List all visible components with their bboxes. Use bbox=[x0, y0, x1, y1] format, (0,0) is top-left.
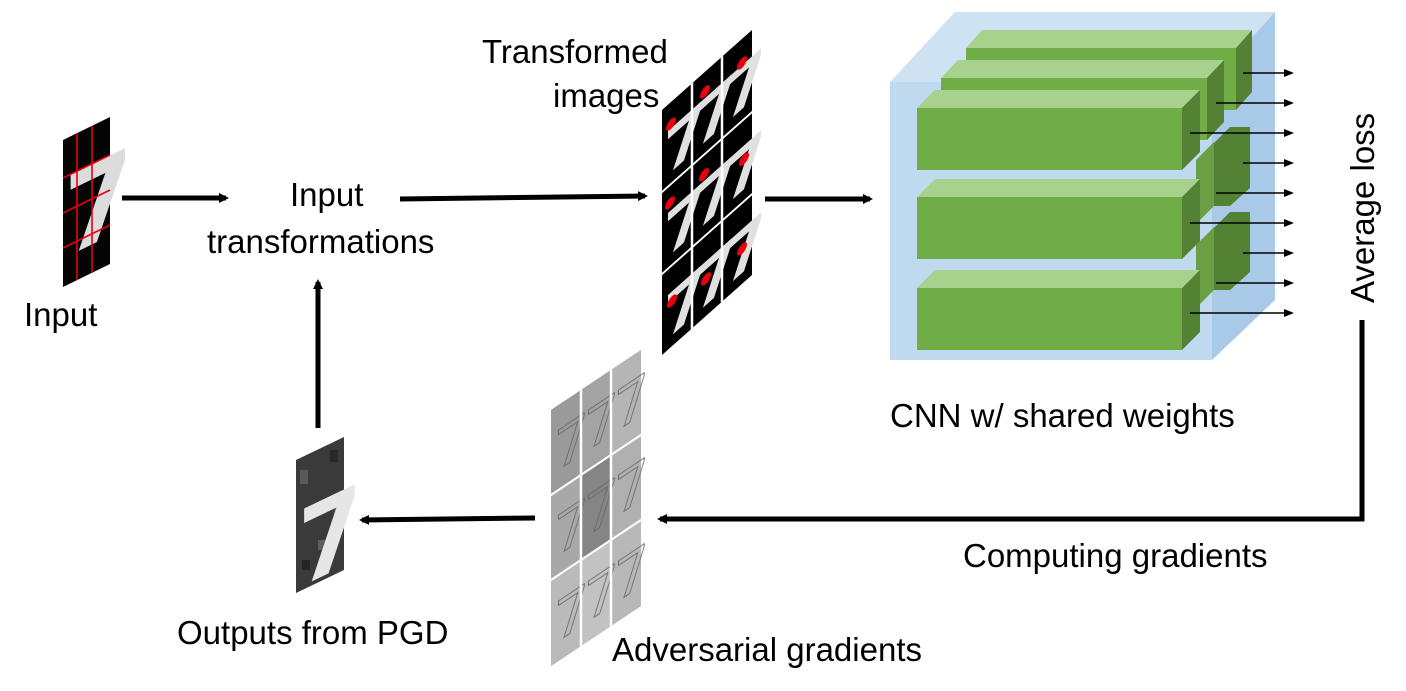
arrow-loss-to-gradients bbox=[657, 320, 1365, 524]
gradient-tile bbox=[551, 389, 581, 495]
transformed-images-label-line1: Transformed bbox=[482, 33, 668, 70]
red-marker bbox=[701, 272, 711, 286]
adversarial-gradients-grid: 7 7 7 7 7 7 7 7 7 bbox=[551, 349, 650, 666]
pgd-outputs-label: Outputs from PGD bbox=[177, 614, 448, 651]
adversarial-gradients-label: Adversarial gradients bbox=[612, 631, 922, 668]
gradient-tile bbox=[611, 349, 641, 455]
red-marker bbox=[665, 196, 675, 210]
cnn-shared-weights bbox=[890, 12, 1294, 360]
cnn-layer-front-2 bbox=[917, 179, 1200, 259]
red-marker bbox=[666, 117, 676, 131]
input-label: Input bbox=[24, 296, 97, 333]
gradient-tile bbox=[551, 559, 581, 666]
arrow-gradients-to-pgd bbox=[359, 514, 536, 525]
transformed-images-label-line2: images bbox=[553, 77, 659, 114]
gradient-tile bbox=[611, 434, 641, 540]
gradient-tile bbox=[551, 474, 581, 580]
red-marker bbox=[737, 56, 747, 70]
cnn-output-arrows bbox=[1190, 69, 1294, 317]
red-marker bbox=[700, 85, 710, 99]
red-marker bbox=[737, 242, 747, 256]
cnn-layer-front-1 bbox=[917, 90, 1200, 170]
input-transformations-label-line2: transformations bbox=[207, 223, 434, 260]
red-marker bbox=[667, 294, 677, 308]
computing-gradients-label: Computing gradients bbox=[963, 537, 1268, 574]
average-loss-label: Average loss bbox=[1344, 113, 1381, 303]
red-marker bbox=[699, 168, 709, 182]
gradient-tile bbox=[611, 519, 641, 626]
cnn-depth-stubs bbox=[1196, 127, 1250, 308]
arrow-transform-to-images bbox=[399, 191, 648, 202]
cnn-layer-front-3 bbox=[917, 270, 1200, 350]
input-grid-lines bbox=[62, 126, 111, 280]
input-image: 7 bbox=[62, 117, 133, 287]
input-transformations-label-line1: Input bbox=[290, 176, 363, 213]
cnn-label: CNN w/ shared weights bbox=[890, 397, 1235, 434]
gradient-tile bbox=[581, 369, 611, 475]
gradient-tile bbox=[581, 539, 611, 646]
transformed-images-grid: 7 7 7 7 7 7 7 bbox=[662, 30, 766, 357]
pgd-output-image: 7 bbox=[296, 437, 362, 613]
red-marker bbox=[739, 152, 749, 166]
gradient-tile bbox=[581, 454, 611, 560]
